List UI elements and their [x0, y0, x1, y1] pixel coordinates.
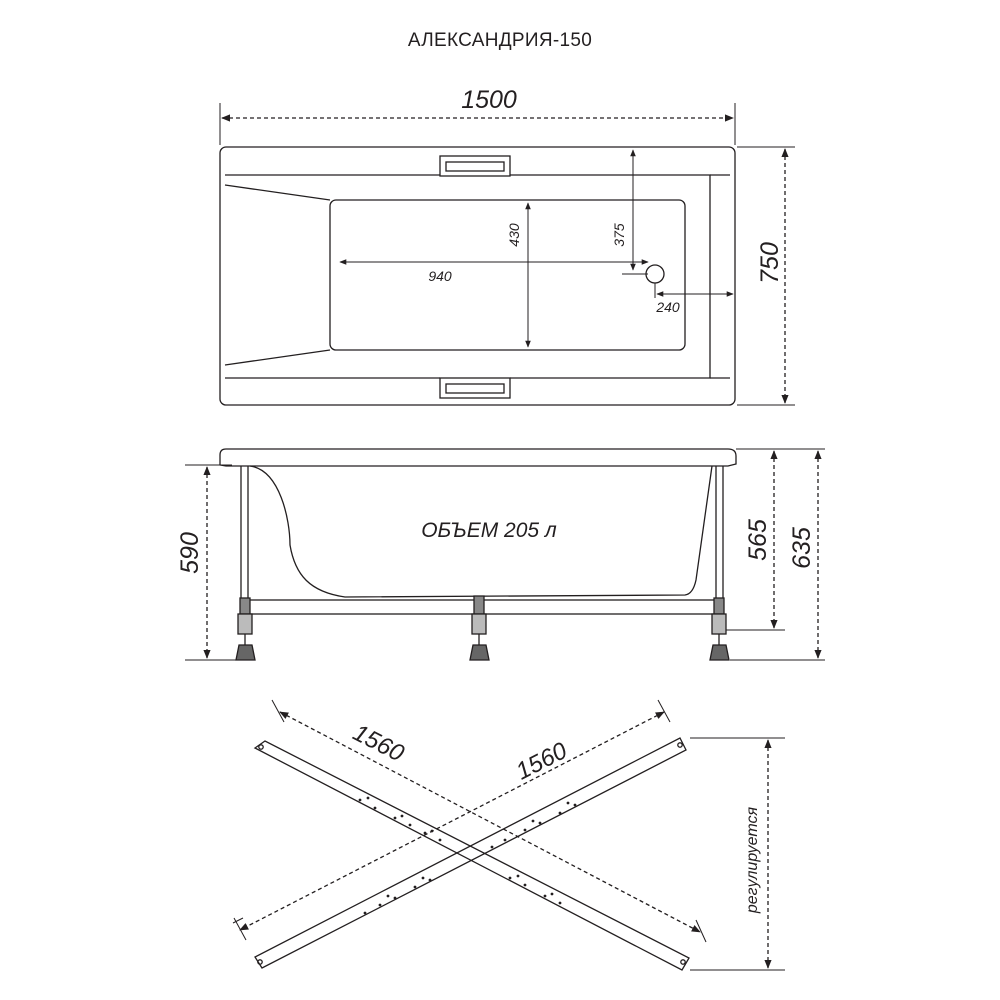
frame-view: [232, 699, 785, 971]
diag-1-label: 1560: [348, 719, 408, 768]
drain-end-label: 240: [655, 299, 680, 315]
width-label: 750: [756, 242, 784, 284]
leg-left: [235, 597, 256, 661]
adjustable-label: регулируется: [744, 806, 761, 914]
frame-bar-1: [253, 740, 690, 971]
tub-rim: [219, 448, 737, 467]
handle-top: [439, 155, 511, 177]
height-left-label: 590: [176, 532, 204, 574]
height-total-label: 635: [788, 527, 816, 569]
side-view: [185, 448, 825, 661]
drain-side-label: 375: [611, 223, 627, 247]
inner-length-label: 940: [428, 268, 452, 284]
tub-bottom: [329, 199, 686, 351]
drain-icon: [645, 264, 665, 284]
handle-bottom: [439, 377, 511, 399]
diag-2-line: [239, 711, 665, 931]
handle-top-inner: [445, 161, 505, 172]
frame-holes: [358, 796, 577, 915]
diag-2-label: 1560: [512, 737, 572, 786]
diag-1-line: [279, 711, 701, 933]
tub-shell: [249, 465, 713, 598]
inner-width-label: 430: [506, 223, 522, 247]
height-inner-label: 565: [744, 519, 772, 561]
leg-right: [709, 597, 730, 661]
drawing-title: АЛЕКСАНДРИЯ-150: [407, 30, 593, 51]
top-view: [219, 103, 795, 406]
handle-bottom-inner: [445, 383, 505, 394]
length-label: 1500: [461, 86, 517, 114]
leg-middle: [469, 595, 490, 661]
frame-bar-2: [254, 737, 687, 969]
tub-outline: [219, 146, 736, 406]
volume-label: ОБЪЕМ 205 л: [421, 519, 557, 542]
